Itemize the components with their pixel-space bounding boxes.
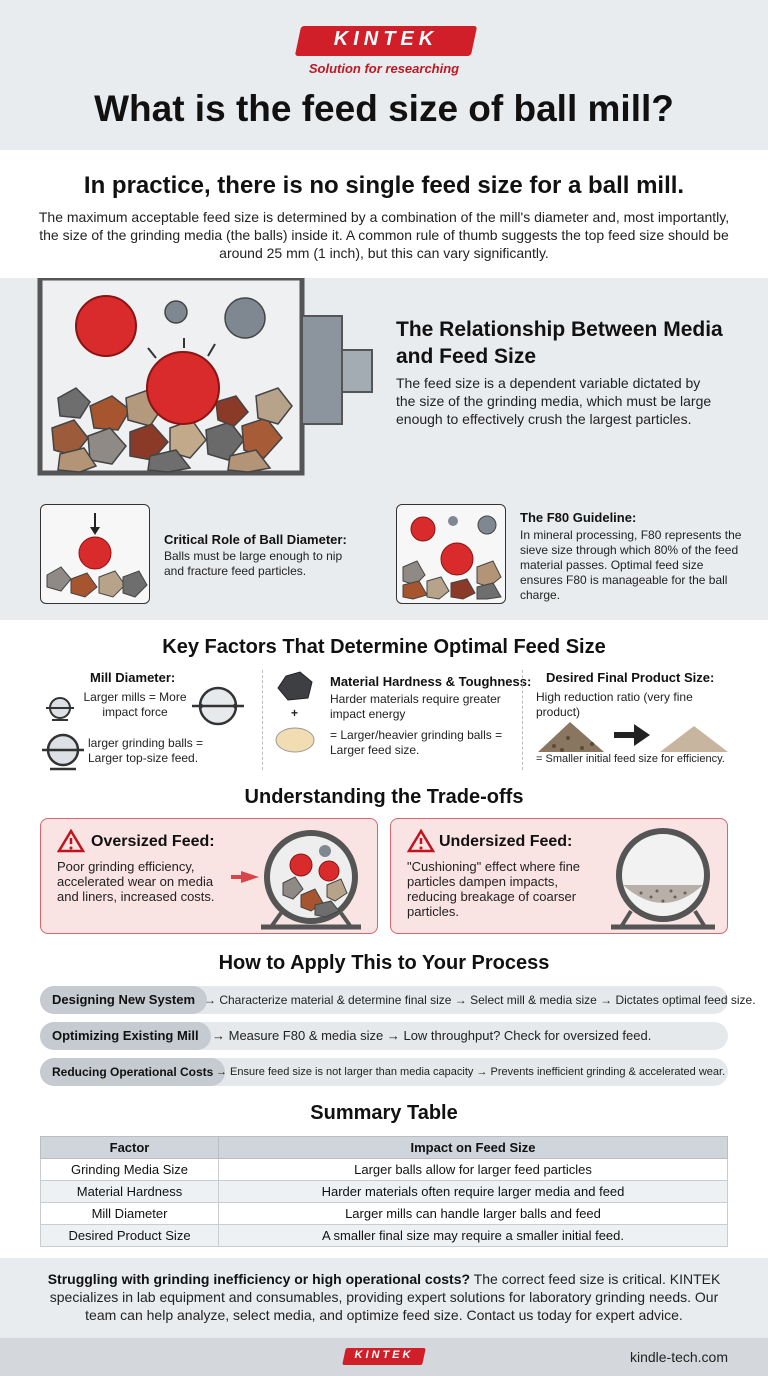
table-row: Mill Diameter Larger mills can handle la… bbox=[40, 1202, 728, 1225]
apply-row-label: Optimizing Existing Mill bbox=[40, 1022, 211, 1050]
undersized-mill-illustration bbox=[611, 828, 715, 930]
tagline: Solution for researching bbox=[308, 61, 460, 76]
ball-diameter-title: Critical Role of Ball Diameter: bbox=[164, 532, 347, 547]
undersized-title: Undersized Feed: bbox=[439, 833, 573, 850]
f80-title: The F80 Guideline: bbox=[520, 510, 637, 525]
undersized-text: "Cushioning" effect where fine particles… bbox=[407, 859, 581, 919]
cta-bold: Struggling with grinding inefficiency or… bbox=[47, 1271, 471, 1287]
warning-icon bbox=[57, 829, 85, 853]
table-row: Grinding Media Size Larger balls allow f… bbox=[40, 1158, 728, 1181]
plus-sign: + bbox=[291, 706, 299, 720]
relationship-title: The Relationship Between Media and Feed … bbox=[396, 318, 723, 368]
table-header: Impact on Feed Size bbox=[218, 1136, 728, 1159]
intro-heading: In practice, there is no single feed siz… bbox=[83, 172, 685, 199]
oversized-title: Oversized Feed: bbox=[91, 833, 215, 850]
f80-text: In mineral processing, F80 represents th… bbox=[520, 528, 742, 602]
apply-section: How to Apply This to Your Process Design… bbox=[0, 942, 768, 1092]
table-cell: Material Hardness bbox=[40, 1180, 219, 1203]
key-factors-section: Key Factors That Determine Optimal Feed … bbox=[0, 620, 768, 780]
large-mill-icon bbox=[192, 686, 244, 726]
website-link[interactable]: kindle-tech.com bbox=[629, 1349, 728, 1365]
f80-card-image bbox=[396, 504, 506, 604]
summary-table: Factor Impact on Feed Size Grinding Medi… bbox=[40, 1136, 728, 1247]
apply-row-text: → Characterize material & determine fina… bbox=[204, 993, 756, 1007]
apply-row-label: Designing New System bbox=[40, 986, 208, 1014]
ball-diameter-text: Balls must be large enough to nip and fr… bbox=[164, 549, 343, 578]
f80-illustration bbox=[402, 515, 502, 600]
relationship-section: The Relationship Between Media and Feed … bbox=[0, 278, 768, 620]
tradeoffs-section: Understanding the Trade-offs Oversized F… bbox=[0, 780, 768, 942]
ball-nip-icon bbox=[46, 513, 148, 598]
oversized-mill-illustration bbox=[231, 830, 361, 930]
hardness-title: Material Hardness & Toughness: bbox=[330, 674, 532, 689]
product-size-line2: = Smaller initial feed size for efficien… bbox=[536, 753, 725, 765]
soft-material-icon bbox=[275, 727, 315, 753]
summary-title: Summary Table bbox=[310, 1102, 458, 1124]
apply-row: Designing New System → Characterize mate… bbox=[40, 986, 756, 1014]
table-cell: A smaller final size may require a small… bbox=[218, 1224, 728, 1247]
table-cell: Desired Product Size bbox=[40, 1224, 219, 1247]
cta-text: The correct feed size is critical. KINTE… bbox=[49, 1271, 721, 1323]
coarse-to-fine-icon bbox=[538, 722, 728, 752]
page-title: What is the feed size of ball mill? bbox=[94, 88, 674, 129]
relationship-paragraph: The feed size is a dependent variable di… bbox=[396, 375, 712, 427]
table-header: Factor bbox=[40, 1136, 219, 1159]
cta-section: Struggling with grinding inefficiency or… bbox=[0, 1258, 768, 1338]
mill-diameter-line1: Larger mills = More impact force bbox=[83, 690, 187, 719]
small-mill-icon bbox=[46, 697, 74, 721]
hardness-line2: = Larger/heavier grinding balls = Larger… bbox=[330, 728, 503, 757]
table-cell: Harder materials often require larger me… bbox=[218, 1180, 728, 1203]
table-cell: Larger mills can handle larger balls and… bbox=[218, 1202, 728, 1225]
intro-paragraph: The maximum acceptable feed size is dete… bbox=[38, 209, 730, 261]
hardness-line1: Harder materials require greater impact … bbox=[330, 692, 501, 721]
apply-row: Reducing Operational Costs → Ensure feed… bbox=[40, 1058, 728, 1086]
divider bbox=[262, 670, 263, 770]
ball-diameter-card-image bbox=[40, 504, 150, 604]
mill-diameter-title: Mill Diameter: bbox=[90, 670, 176, 685]
oversized-feed-card: Oversized Feed: Poor grinding efficiency… bbox=[40, 818, 378, 934]
grinding-ball-mill-icon bbox=[42, 733, 84, 771]
mill-diameter-line2: larger grinding balls = Larger top-size … bbox=[88, 736, 204, 765]
warning-icon bbox=[407, 829, 435, 853]
footer: KINTEK kindle-tech.com bbox=[0, 1338, 768, 1376]
table-header-row: Factor Impact on Feed Size bbox=[40, 1136, 728, 1159]
header: KINTEK Solution for researching What is … bbox=[0, 0, 768, 150]
mill-illustration bbox=[37, 278, 373, 476]
logo-text: KINTEK bbox=[333, 28, 439, 50]
table-row: Material Hardness Harder materials often… bbox=[40, 1180, 728, 1203]
table-row: Desired Product Size A smaller final siz… bbox=[40, 1224, 728, 1247]
apply-row-text: → Ensure feed size is not larger than me… bbox=[216, 1066, 726, 1078]
apply-title: How to Apply This to Your Process bbox=[218, 952, 550, 974]
table-cell: Larger balls allow for larger feed parti… bbox=[218, 1158, 728, 1181]
key-factors-title: Key Factors That Determine Optimal Feed … bbox=[162, 636, 606, 658]
summary-section: Summary Table Factor Impact on Feed Size… bbox=[0, 1092, 768, 1258]
apply-row-label: Reducing Operational Costs bbox=[40, 1058, 226, 1086]
oversized-text: Poor grinding efficiency, accelerated we… bbox=[57, 859, 215, 904]
hard-rock-icon bbox=[277, 671, 313, 701]
apply-row: Optimizing Existing Mill → Measure F80 &… bbox=[40, 1022, 728, 1050]
table-cell: Grinding Media Size bbox=[40, 1158, 219, 1181]
cta-paragraph: Struggling with grinding inefficiency or… bbox=[36, 1270, 732, 1324]
product-size-line1: High reduction ratio (very fine product) bbox=[536, 690, 693, 719]
footer-logo-text: KINTEK bbox=[354, 1349, 414, 1361]
tradeoffs-title: Understanding the Trade-offs bbox=[244, 786, 524, 808]
intro-section: In practice, there is no single feed siz… bbox=[0, 150, 768, 278]
undersized-feed-card: Undersized Feed: "Cushioning" effect whe… bbox=[390, 818, 728, 934]
product-size-title: Desired Final Product Size: bbox=[546, 670, 715, 685]
apply-row-text: → Measure F80 & media size → Low through… bbox=[212, 1028, 652, 1043]
divider bbox=[522, 670, 523, 770]
table-cell: Mill Diameter bbox=[40, 1202, 219, 1225]
